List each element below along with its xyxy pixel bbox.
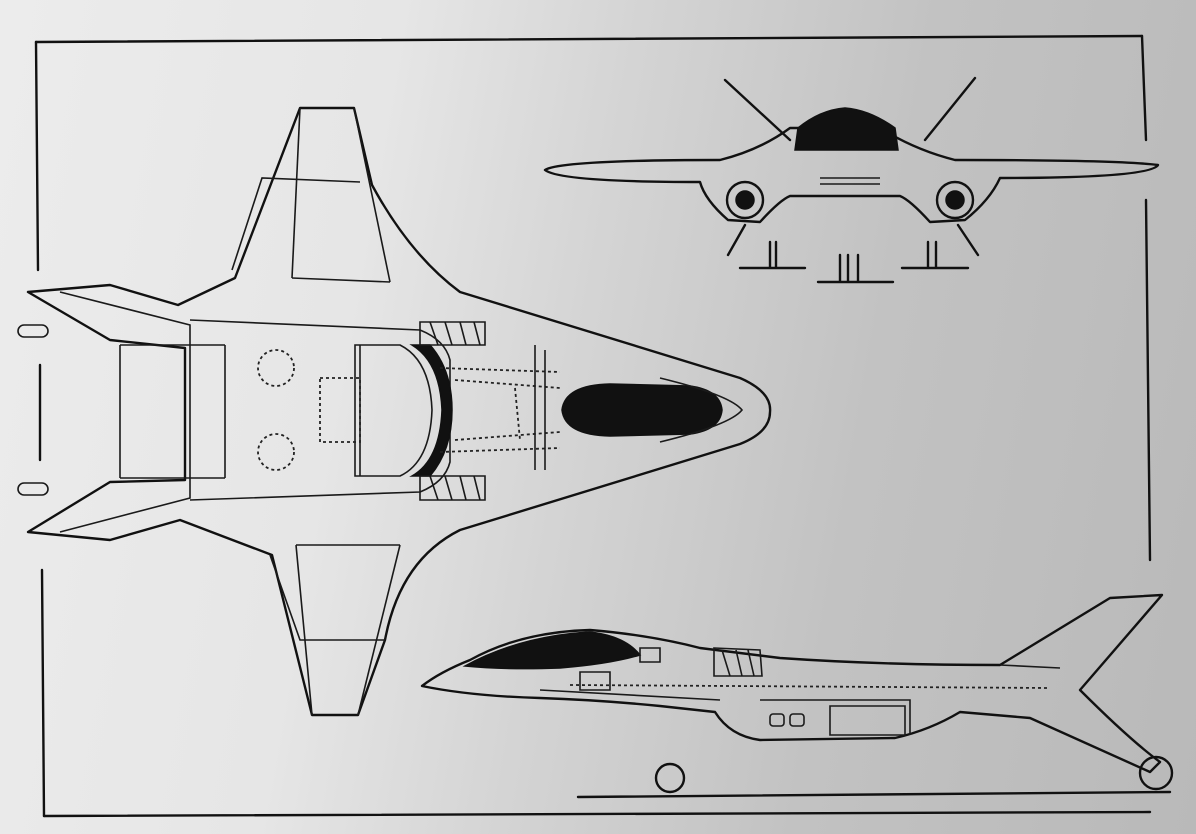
front-view <box>543 76 1160 284</box>
cockpit-canopy-top <box>561 383 723 437</box>
main-wheel <box>1138 755 1174 791</box>
top-view <box>17 106 772 717</box>
nose-wheel <box>654 762 686 794</box>
drawing-frame <box>34 34 1152 818</box>
side-view <box>420 593 1174 799</box>
plan-outline <box>26 106 772 717</box>
front-cockpit <box>794 107 899 151</box>
